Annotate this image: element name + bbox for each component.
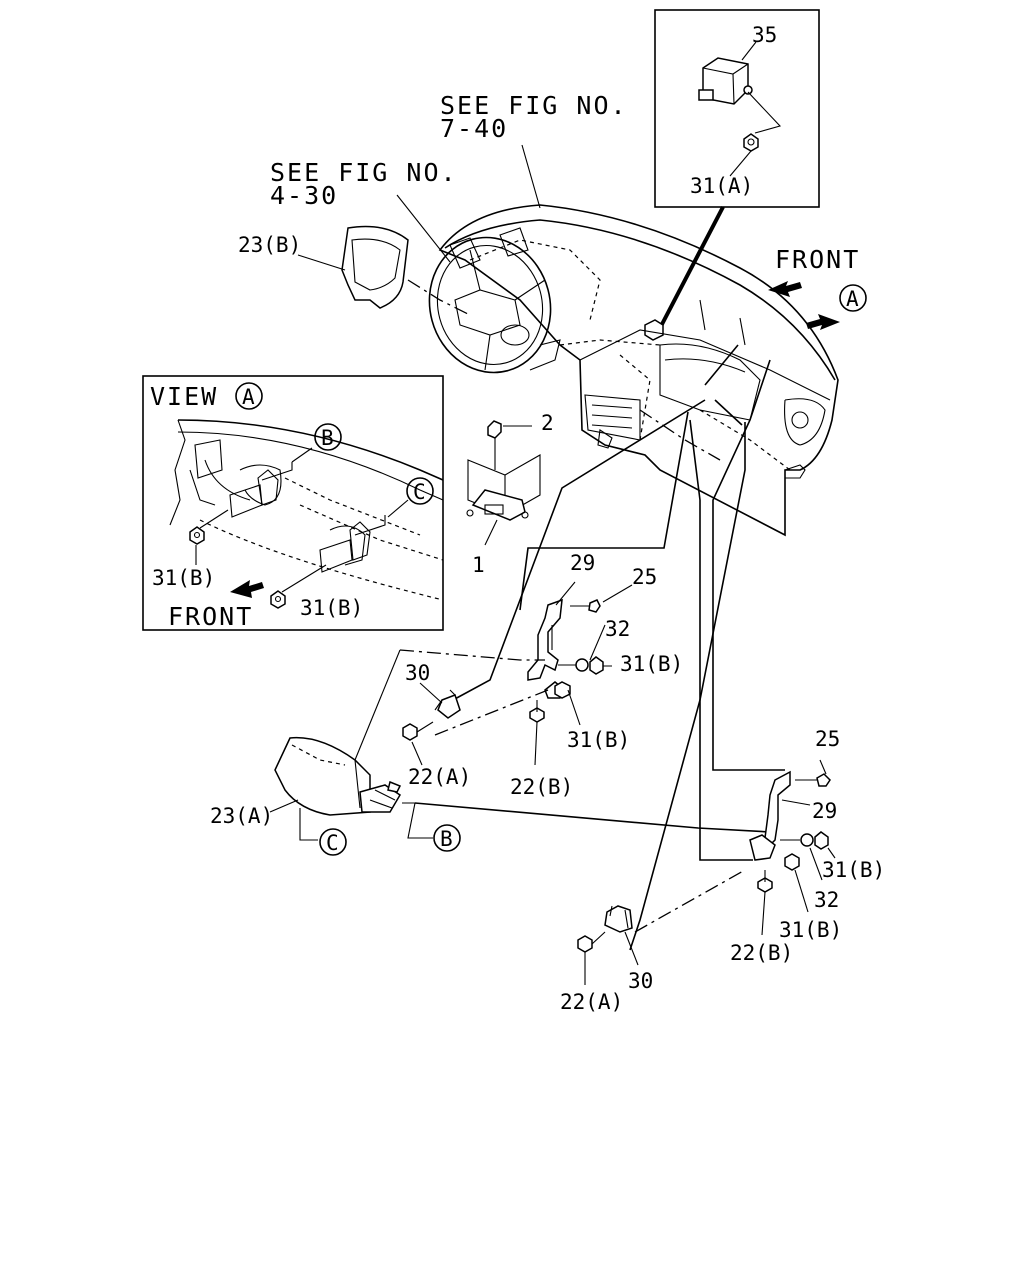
label-29-upper: 29 (570, 551, 595, 575)
label-31b-upper2: 31(B) (567, 728, 630, 752)
label-22a-upper: 22(A) (408, 765, 471, 789)
label-30-upper: 30 (405, 661, 430, 685)
inset-leader (657, 206, 725, 331)
label-31b-upper1: 31(B) (620, 652, 683, 676)
see-fig-4-30-l1: SEE FIG NO. (270, 158, 458, 187)
label-31b-view2: 31(B) (300, 596, 363, 620)
label-22a-lower: 22(A) (560, 990, 623, 1014)
label-1: 1 (472, 553, 485, 577)
bolt-25-upper (588, 599, 601, 613)
label-front-top: FRONT (775, 245, 860, 274)
label-25-lower: 25 (815, 727, 840, 751)
label-22b-lower: 22(B) (730, 941, 793, 965)
see-fig-7-40-l1: SEE FIG NO. (440, 91, 628, 120)
passenger-airbag-23a (269, 649, 461, 856)
inset-sensor-box (654, 9, 820, 208)
nut-31b-upper1 (589, 656, 604, 675)
lower-bracket-assembly (577, 759, 836, 985)
label-30-lower: 30 (628, 969, 653, 993)
nut-31b-lower1 (814, 831, 829, 850)
bolt-25-lower (816, 773, 831, 787)
callout-b-lower: B (440, 827, 453, 851)
nut-31a (743, 133, 759, 152)
driver-airbag-23b (297, 225, 409, 309)
front-arrows-top (768, 281, 867, 330)
instrument-panel (428, 204, 839, 537)
callout-a-letter: A (846, 287, 859, 311)
upper-bracket-assembly (402, 581, 633, 766)
label-2: 2 (541, 411, 554, 435)
bolt-22a-lower (577, 935, 593, 953)
label-32-upper: 32 (605, 617, 630, 641)
see-fig-7-40-l2: 7-40 (440, 114, 508, 143)
callout-c-view: C (413, 480, 426, 504)
label-35: 35 (752, 23, 777, 47)
sensor-unit-1 (466, 420, 541, 546)
see-fig-4-30-l2: 4-30 (270, 181, 338, 210)
label-31b-lower1: 31(B) (822, 858, 885, 882)
text-labels: SEE FIG NO. 7-40 SEE FIG NO. 4-30 FRONT … (150, 23, 885, 1014)
label-31b-view1: 31(B) (152, 566, 215, 590)
view-letter: A (242, 385, 255, 409)
callout-c-lower: C (326, 831, 339, 855)
label-32-lower: 32 (814, 888, 839, 912)
label-22b-upper: 22(B) (510, 775, 573, 799)
label-23b: 23(B) (238, 233, 301, 257)
view-a-box (142, 375, 444, 631)
bolt-22a-upper (402, 723, 418, 741)
view-title: VIEW (150, 382, 218, 411)
steering-wheel (428, 236, 561, 374)
label-31a: 31(A) (690, 174, 753, 198)
label-front-view: FRONT (168, 602, 253, 631)
callout-b-view: B (321, 426, 334, 450)
label-25-upper: 25 (632, 565, 657, 589)
nut-31b-lower2 (784, 853, 800, 871)
label-29-lower: 29 (812, 799, 837, 823)
washer-32-lower (800, 833, 814, 847)
label-31b-lower2: 31(B) (779, 918, 842, 942)
washer-32-upper (575, 658, 589, 672)
nut-31b-upper2 (554, 681, 571, 699)
label-23a: 23(A) (210, 804, 273, 828)
sensor-35-location (644, 319, 664, 341)
